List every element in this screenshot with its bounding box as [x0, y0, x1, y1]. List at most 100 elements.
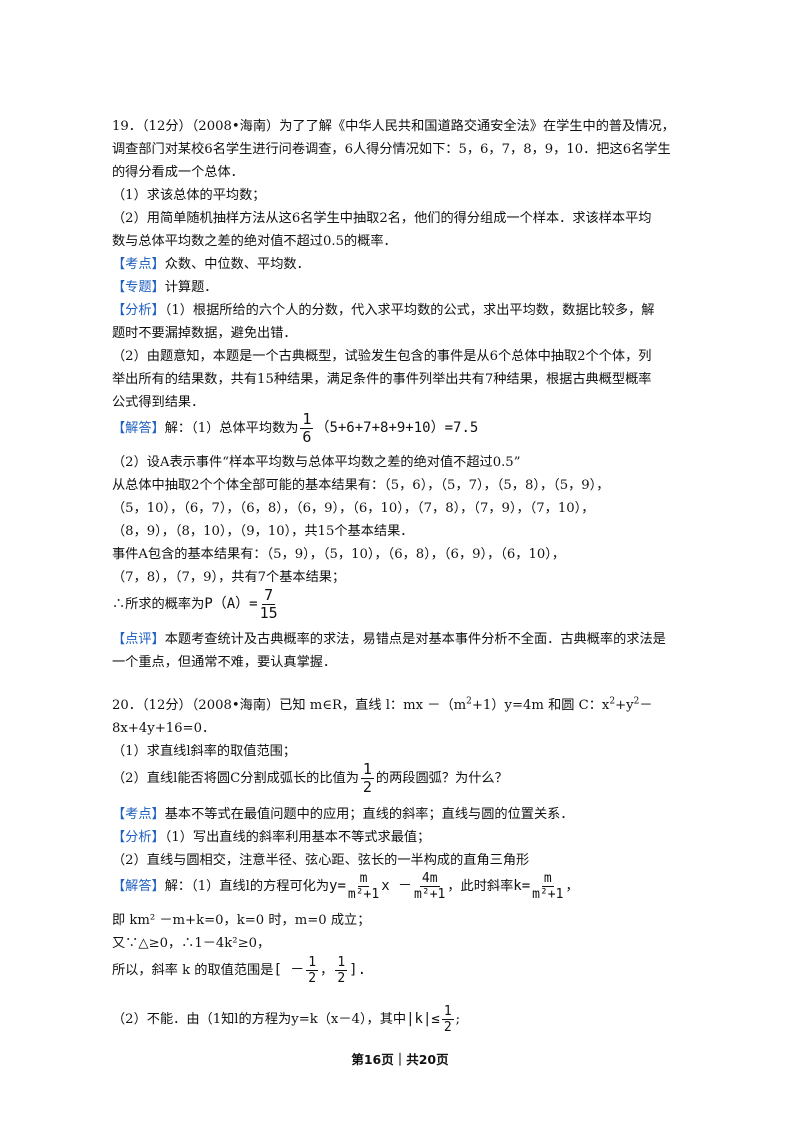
- x-minus: x －: [381, 878, 413, 894]
- superscript: 2: [609, 696, 616, 707]
- q19-fenxi-5: 公式得到结果．: [112, 395, 205, 410]
- superscript: 2: [633, 696, 640, 707]
- q19-dianping-2: 一个重点，但通常不难，要认真掌握．: [112, 655, 337, 670]
- kaodian-text: 众数、中位数、平均数．: [164, 257, 310, 272]
- q19-line2: 调查部门对某校6名学生进行问卷调查，6人得分情况如下：5，6，7，8，9，10．…: [112, 142, 671, 157]
- q19-fenxi-1: 【分析】（1）根据所给的六个人的分数，代入求平均数的公式，求出平均数，数据比较多…: [112, 301, 654, 321]
- jieda-text-2: ，此时斜率: [447, 879, 514, 894]
- q20-part2-end: 的两段圆弧？为什么？: [375, 771, 508, 786]
- q20-header-c: +y: [615, 698, 634, 713]
- q20-part2-text: （2）直线l能否将圆C分割成弧长的比值为: [112, 771, 359, 786]
- q19-dianping-1: 【点评】本题考查统计及古典概率的求法，易错点是对基本事件分析不全面．古典概率的求…: [112, 630, 666, 650]
- range-close: ].: [349, 962, 366, 978]
- q20-line2: 8x+4y+16=0．: [112, 721, 216, 736]
- jieda-tag: 【解答】: [112, 879, 165, 894]
- fraction-numerator: 1: [335, 955, 348, 971]
- fraction-numerator: m: [357, 871, 370, 887]
- y-equals: y=: [329, 878, 346, 894]
- kaodian-tag: 【考点】: [112, 257, 165, 272]
- q20-fenxi-1: 【分析】（1）写出直线的斜率利用基本不等式求最值；: [112, 828, 430, 848]
- q19-line3: 的得分看成一个总体．: [112, 165, 244, 180]
- q19-part1: （1）求该总体的平均数；: [112, 188, 266, 203]
- fraction-numerator: 1: [441, 1004, 454, 1020]
- fenxi-text-1: （1）根据所给的六个人的分数，代入求平均数的公式，求出平均数，数据比较多，解: [164, 303, 655, 318]
- page-footer: 第16页｜共20页: [351, 1052, 449, 1067]
- q19-solution-6: （7，8），（7，9），共有7个基本结果；: [112, 570, 346, 585]
- q20-fenxi-2: （2）直线与圆相交，注意半径、弦心距、弦长的一半构成的直角三角形: [112, 853, 530, 868]
- q19-part2b: 数与总体平均数之差的绝对值不超过0.5的概率．: [112, 234, 397, 249]
- q19-solution-1: （2）设A表示事件“样本平均数与总体平均数之差的绝对值不超过0.5”: [112, 455, 521, 470]
- jieda-text-3: ，: [565, 879, 579, 894]
- fraction-denominator: 2: [337, 971, 346, 986]
- zhuanti-tag: 【专题】: [112, 280, 165, 295]
- q20-header: 20．（12分）（2008•海南）已知 m∈R，直线 l：mx －（m2+1）y…: [112, 696, 653, 716]
- q19-solution-4: （8，9），（8，10），（9，10），共15个基本结果．: [112, 524, 414, 539]
- superscript: 2: [466, 696, 472, 707]
- kaodian-text: 基本不等式在最值问题中的应用；直线的斜率；直线与圆的位置关系．: [164, 807, 574, 822]
- q19-solution-2: 从总体中抽取2个个体全部可能的基本结果有：（5，6），（5，7），（5，8），（…: [112, 478, 610, 493]
- fraction-numerator: m: [541, 871, 554, 887]
- q20-header-a: 20．（12分）（2008•海南）已知 m∈R，直线 l：mx －（m: [112, 698, 467, 713]
- jieda-text-1: 解：（1）直线l的方程可化为: [164, 879, 330, 894]
- fraction-denominator: m²+1: [414, 887, 446, 902]
- fraction-numerator: 1: [300, 410, 314, 429]
- q19-solution-3: （5，10），（6，7），（6，8），（6，9），（6，10），（7，8），（7…: [112, 501, 595, 516]
- fenxi-text-1: （1）写出直线的斜率利用基本不等式求最值；: [164, 830, 431, 845]
- fraction-denominator: 6: [302, 428, 312, 446]
- jieda-tag: 【解答】: [112, 421, 165, 436]
- kaodian-tag: 【考点】: [112, 807, 165, 822]
- fraction-denominator: 2: [362, 778, 372, 796]
- q19-zhuanti: 【专题】计算题．: [112, 278, 218, 298]
- q20-header-b: +1）y=4m 和圆 C：x: [471, 698, 610, 713]
- dianping-text-1: 本题考查统计及古典概率的求法，易错点是对基本事件分析不全面．古典概率的求法是: [164, 632, 666, 647]
- fraction-denominator: 2: [443, 1020, 452, 1035]
- probability-label: P（A）=: [204, 596, 258, 612]
- range-comma: ，: [320, 963, 334, 978]
- fraction-numerator: 7: [262, 586, 276, 605]
- dianping-tag: 【点评】: [112, 632, 165, 647]
- q19-kaodian: 【考点】众数、中位数、平均数．: [112, 255, 310, 275]
- q20-header-d: －: [639, 698, 653, 713]
- fenxi-tag: 【分析】: [112, 303, 165, 318]
- zhuanti-text: 计算题．: [164, 280, 218, 295]
- fraction-denominator: 2: [308, 971, 317, 986]
- q20-solution-1: 即 km² －m+k=0，k=0 时，m=0 成立；: [112, 913, 371, 928]
- q19-header: 19．（12分）（2008•海南）为了了解《中华人民共和国道路交通安全法》在学生…: [112, 119, 675, 134]
- part2-end: ;: [455, 1012, 461, 1027]
- abs-k: |k|≤: [406, 1011, 440, 1027]
- fraction-denominator: m²+1: [532, 887, 564, 902]
- fraction-numerator: 4m: [419, 871, 440, 887]
- jieda-text-1: 解：（1）总体平均数为: [164, 421, 299, 436]
- part2-text: （2）不能．由（1知l的方程为y=k（x－4），其中: [112, 1012, 407, 1027]
- fenxi-tag: 【分析】: [112, 830, 165, 845]
- q19-part2a: （2）用简单随机抽样方法从这6名学生中抽取2名，他们的得分组成一个样本．求该样本…: [112, 211, 652, 226]
- q19-solution-5: 事件A包含的基本结果有：（5，9），（5，10），（6，8），（6，9），（6，…: [112, 547, 566, 562]
- q19-fenxi-3: （2）由题意知，本题是一个古典概型，试验发生包含的事件是从6个总体中抽取2个个体…: [112, 349, 652, 364]
- q20-part1: （1）求直线l斜率的取值范围；: [112, 744, 297, 759]
- k-equals: k=: [513, 878, 531, 894]
- fraction-denominator: 15: [259, 604, 278, 622]
- probability-text: ∴所求的概率为: [112, 597, 205, 612]
- fraction-numerator: 1: [360, 760, 374, 779]
- q19-fenxi-2: 题时不要漏掉数据，避免出错．: [112, 326, 297, 341]
- fraction-numerator: 1: [306, 955, 319, 971]
- fraction-denominator: m²+1: [347, 887, 380, 902]
- mean-expression: （5+6+7+8+9+10）=7.5: [315, 420, 479, 436]
- range-open: [ －: [273, 962, 305, 978]
- q20-kaodian: 【考点】基本不等式在最值问题中的应用；直线的斜率；直线与圆的位置关系．: [112, 805, 574, 825]
